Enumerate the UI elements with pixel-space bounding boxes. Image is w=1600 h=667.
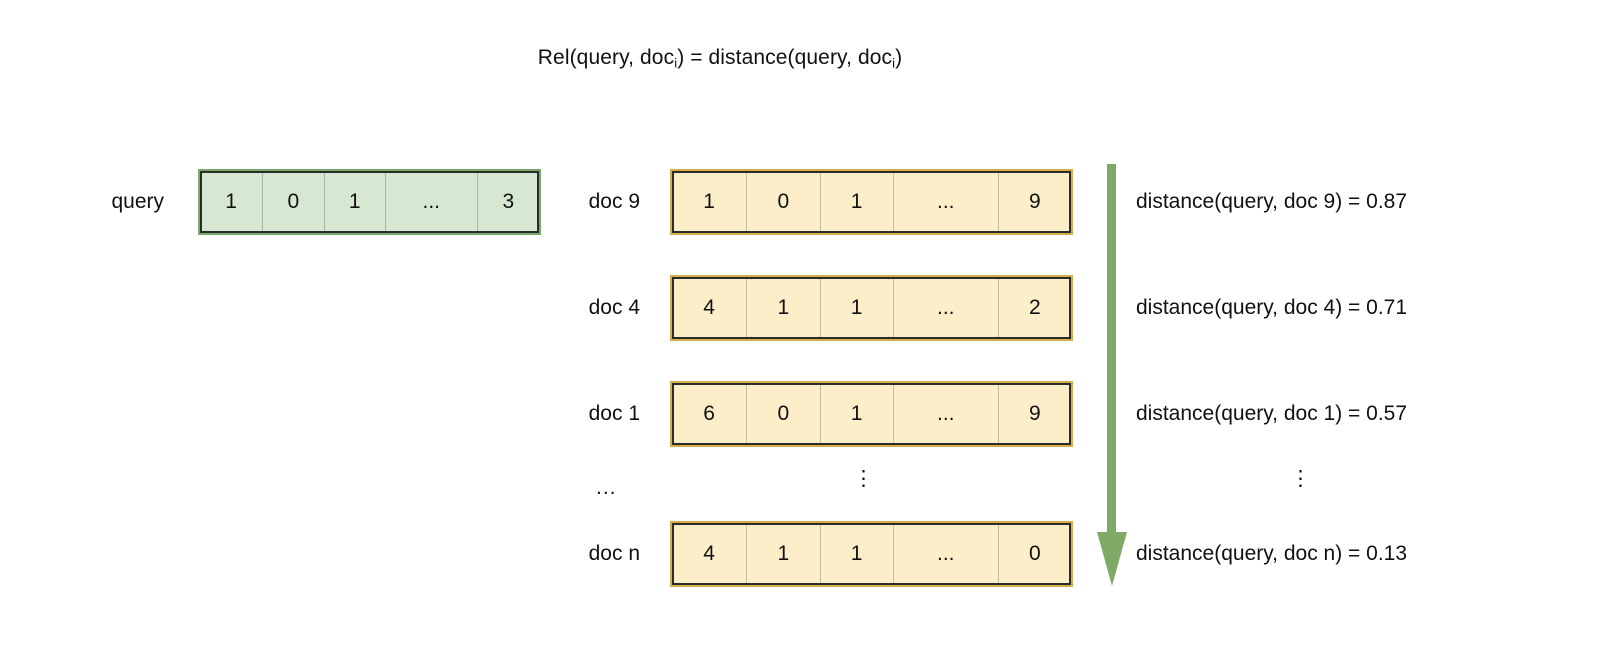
doc-cell: ... [894,383,999,445]
doc-vector: 6 0 1 ... 9 [670,381,1073,447]
doc-row: doc n 4 1 1 ... 0 [570,519,1073,589]
formula-subscript-1: i [674,55,678,71]
doc-row: doc 1 6 0 1 ... 9 [570,379,1073,449]
doc-cell: 9 [1029,190,1041,213]
query-cell: 0 [263,171,325,233]
doc-cell: 1 [747,277,821,339]
query-cell: 1 [325,171,386,233]
doc-cell: 9 [1029,402,1041,425]
doc-cell: 1 [672,171,748,233]
doc-cell: 1 [821,277,894,339]
formula-suffix: ) [895,46,903,69]
doc-row: doc 9 1 0 1 ... 9 [570,167,1073,237]
doc-row: doc 4 4 1 1 ... 2 [570,273,1073,343]
query-label: query [111,190,164,213]
label-column-ellipsis: ... [596,476,617,499]
formula-subscript-2: i [892,55,896,71]
doc-vector: 1 0 1 ... 9 [670,169,1073,235]
doc-label: doc 4 [588,296,640,319]
doc-cell: 4 [672,277,748,339]
query-cell: 3 [502,190,515,213]
distance-annotation: distance(query, doc n) = 0.13 [1136,542,1408,565]
doc-cell: ... [894,523,999,585]
formula-title: Rel(query, doci) = distance(query, doci) [0,46,1440,70]
ranking-order-arrow [1094,164,1130,588]
doc-label: doc 9 [588,190,640,213]
doc-cell: 0 [1029,542,1041,565]
vector-column-ellipsis: ⋮ [853,467,874,490]
doc-cell: ... [894,171,999,233]
doc-cell: 6 [672,383,748,445]
doc-cell: 0 [747,171,821,233]
doc-cell: 0 [747,383,821,445]
query-vector: 1 0 1 ... 3 [198,169,541,235]
distance-annotation: distance(query, doc 9) = 0.87 [1136,190,1408,213]
doc-cell: 4 [672,523,748,585]
doc-label: doc 1 [588,402,640,425]
query-row: query 1 0 1 ... 3 [64,167,541,237]
query-cell: ... [386,171,478,233]
doc-cell: 1 [821,523,894,585]
doc-vector: 4 1 1 ... 0 [670,521,1073,587]
distance-column-ellipsis: ⋮ [1290,467,1311,490]
formula-prefix: Rel(query, doc [537,46,675,69]
distance-annotation: distance(query, doc 1) = 0.57 [1136,402,1408,425]
doc-label: doc n [588,542,640,565]
doc-cell: 1 [821,383,894,445]
doc-cell: 1 [821,171,894,233]
doc-cell: 1 [747,523,821,585]
doc-cell: 2 [1029,296,1041,319]
doc-cell: ... [894,277,999,339]
formula-middle: ) = distance(query, doc [677,46,893,69]
query-cell: 1 [200,171,264,233]
down-arrow-icon [1097,164,1127,586]
doc-vector: 4 1 1 ... 2 [670,275,1073,341]
distance-annotation: distance(query, doc 4) = 0.71 [1136,296,1408,319]
